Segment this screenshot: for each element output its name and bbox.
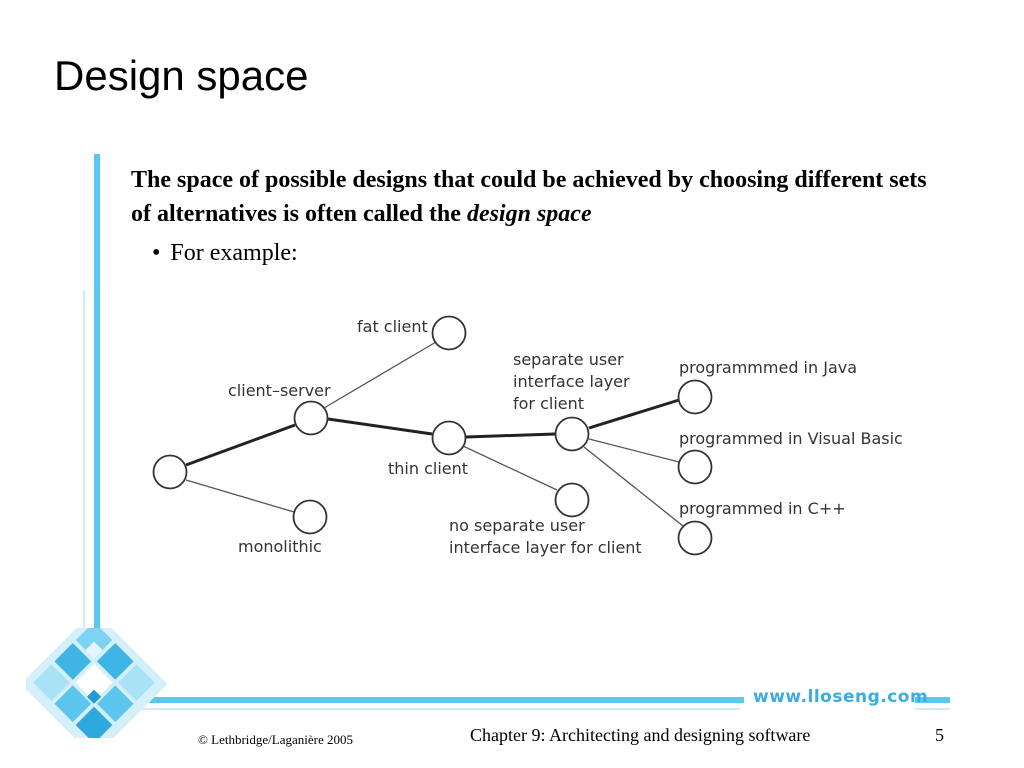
node-thin-client [431, 420, 467, 456]
label-separate-ui-line-3: for client [513, 394, 585, 413]
label-fat-client: fat client [357, 317, 428, 336]
footer-chapter: Chapter 9: Architecting and designing so… [470, 725, 811, 745]
label-monolithic: monolithic [238, 537, 322, 556]
node-visual-basic [677, 449, 713, 485]
intro-emphasis: design space [466, 201, 592, 227]
frame-horizontal-end-line [915, 697, 950, 703]
label-cpp: programmed in C++ [679, 499, 846, 518]
edge-separate-ui-visual-basic [588, 438, 680, 463]
label-no-separate-ui: no separate user interface layer for cli… [449, 515, 642, 559]
edge-client-server-fat-client [323, 341, 437, 409]
website-url: www.lloseng.com [753, 687, 929, 707]
frame-horizontal-end-thin-line [915, 708, 950, 710]
node-java [677, 379, 713, 415]
bullet-item: • For example: [152, 240, 298, 267]
label-separate-ui: separate user interface layer for client [513, 349, 630, 415]
node-fat-client [431, 315, 467, 351]
node-root [152, 454, 188, 490]
node-separate-ui [554, 416, 590, 452]
edge-client-server-thin-client [327, 417, 433, 436]
mosaic-logo [26, 628, 168, 738]
label-separate-ui-line-1: separate user [513, 350, 624, 369]
bullet-dot: • [152, 240, 161, 266]
label-separate-ui-line-2: interface layer [513, 372, 630, 391]
frame-vertical-line [94, 154, 100, 699]
node-monolithic [292, 499, 328, 535]
edge-thin-client-no-separate-ui [462, 445, 558, 491]
slide-title: Design space [54, 52, 309, 99]
label-java: programmmed in Java [679, 358, 858, 377]
page-number: 5 [935, 725, 944, 745]
label-client-server: client–server [228, 381, 331, 400]
label-visual-basic: programmed in Visual Basic [679, 429, 903, 448]
frame-horizontal-line [94, 697, 744, 703]
label-thin-client: thin client [388, 459, 469, 478]
footer-copyright: © Lethbridge/Laganière 2005 [198, 732, 353, 747]
node-cpp [677, 520, 713, 556]
edge-separate-ui-java [588, 398, 680, 430]
node-no-separate-ui [554, 482, 590, 518]
label-no-separate-ui-line-2: interface layer for client [449, 538, 642, 557]
edge-root-client-server [185, 423, 296, 467]
intro-text: The space of possible designs that could… [131, 167, 927, 227]
edge-root-monolithic [185, 479, 295, 513]
frame-vertical-thin-line [83, 290, 85, 660]
edge-separate-ui-cpp [583, 446, 684, 527]
node-client-server [293, 400, 329, 436]
frame-horizontal-thin-line [60, 708, 740, 710]
edge-thin-client-separate-ui [465, 432, 556, 439]
label-no-separate-ui-line-1: no separate user [449, 516, 585, 535]
intro-paragraph: The space of possible designs that could… [131, 163, 931, 231]
bullet-text: For example: [170, 240, 298, 266]
